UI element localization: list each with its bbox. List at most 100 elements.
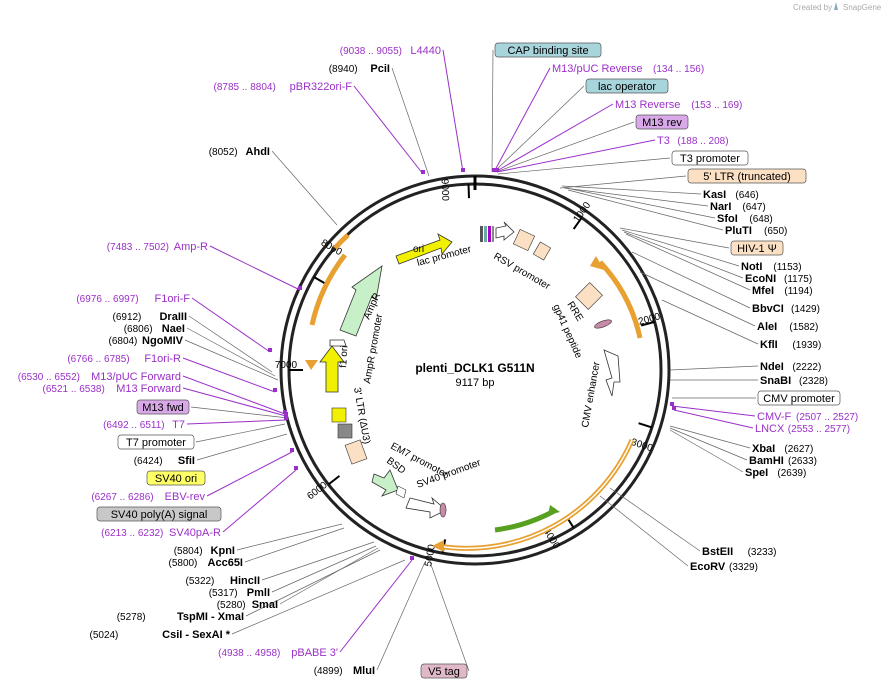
pbabe-3-position: (4938 .. 4958) xyxy=(218,648,280,659)
leader-line xyxy=(195,423,286,443)
leader-line xyxy=(236,523,343,551)
leader-line xyxy=(231,559,406,635)
sfii-label: SfiI xyxy=(178,455,195,467)
pbr322ori-f-label: pBR322ori-F xyxy=(290,81,353,93)
leader-line xyxy=(669,429,744,473)
hincii-label: HincII xyxy=(230,575,260,587)
label-f1-ori: f1 ori xyxy=(338,345,351,368)
tick-mark xyxy=(640,320,655,327)
primer-mark xyxy=(410,556,414,560)
insert-arc-inner xyxy=(437,439,633,550)
ecorv-position: (3329) xyxy=(729,562,758,573)
sfoi-position: (648) xyxy=(749,214,772,225)
nari-position: (647) xyxy=(742,202,765,213)
leader-line xyxy=(563,187,709,207)
spei-label: SpeI xyxy=(745,467,768,479)
leader-line xyxy=(391,67,430,177)
kpni-label: KpnI xyxy=(211,545,235,557)
plasmid-name: plenti_DCLK1 G511N xyxy=(415,361,534,375)
draiii-label: DraIII xyxy=(159,311,187,323)
leader-lines xyxy=(182,49,759,672)
kpni-position: (5804) xyxy=(174,546,203,557)
m13-reverse-position: (153 .. 169) xyxy=(691,100,742,111)
leader-line xyxy=(493,85,585,173)
naei-label: NaeI xyxy=(162,323,185,335)
bbvci-label: BbvCI xyxy=(752,303,784,315)
leader-line xyxy=(222,469,297,533)
acc65i-position: (5800) xyxy=(168,558,197,569)
tick-mark xyxy=(313,276,327,285)
feature-bsd xyxy=(371,469,399,497)
leader-line xyxy=(609,487,701,552)
bbvci-position: (1429) xyxy=(791,304,820,315)
primer-mark xyxy=(672,406,676,410)
leader-line xyxy=(495,121,635,173)
ecorv-label: EcoRV xyxy=(690,561,726,573)
leader-line xyxy=(669,365,759,371)
tick-label: 5000 xyxy=(423,543,438,567)
label-ltr3: 3' LTR (ΔU3) xyxy=(351,387,372,445)
m13-puc-forward-label: M13/pUC Forward xyxy=(91,371,181,383)
primer-mark xyxy=(290,448,294,452)
econi-label: EcoNI xyxy=(745,273,776,285)
t3-promoter-label: T3 promoter xyxy=(680,153,740,165)
feature-ori: ori xyxy=(395,233,453,265)
tick-mark xyxy=(327,475,341,486)
pbr322ori-f-position: (8785 .. 8804) xyxy=(214,82,276,93)
mlui-position: (4899) xyxy=(314,666,343,677)
leader-line xyxy=(188,315,273,373)
leader-line xyxy=(623,231,744,279)
ndei-position: (2222) xyxy=(792,362,821,373)
f1ori-r-position: (6766 .. 6785) xyxy=(67,354,129,365)
f1ori-f-label: F1ori-F xyxy=(155,293,191,305)
mfei-label: MfeI xyxy=(752,285,774,297)
spei-position: (2639) xyxy=(777,468,806,479)
feature-f1-ori xyxy=(319,345,345,393)
pcii-position: (8940) xyxy=(329,64,358,75)
plasmid-size: 9117 bp xyxy=(456,377,495,389)
leader-line xyxy=(353,85,424,175)
lac-operator-box xyxy=(585,78,669,94)
cap-binding-site-box xyxy=(494,42,602,58)
lac-operator-label: lac operator xyxy=(598,81,656,93)
smai-position: (5280) xyxy=(217,600,246,611)
hiv-1-label: HIV-1 Ψ xyxy=(737,243,777,255)
ngomiv-label: NgoMIV xyxy=(142,335,184,347)
leader-line xyxy=(271,150,338,226)
label-cmv-enhancer: CMV enhancer xyxy=(580,360,603,428)
bamhi-label: BamHI xyxy=(749,455,784,467)
amp-r-position: (7483 .. 7502) xyxy=(107,242,169,253)
pmli-position: (5317) xyxy=(209,588,238,599)
l4440-position: (9038 .. 9055) xyxy=(340,46,402,57)
5-ltr-truncated-box xyxy=(687,168,807,184)
kfli-label: KflI xyxy=(760,339,778,351)
leader-line xyxy=(182,375,286,415)
pluti-label: PluTI xyxy=(725,225,752,237)
acc65i-label: Acc65I xyxy=(208,557,243,569)
pmli-label: PmlI xyxy=(247,587,270,599)
v5-tag-block xyxy=(439,502,447,518)
leader-line xyxy=(493,67,551,173)
leader-line xyxy=(245,549,381,617)
sv40-polya-block xyxy=(337,423,353,439)
leader-line xyxy=(673,409,754,429)
m13-reverse-label: M13 Reverse xyxy=(615,99,680,111)
label-ampr-promoter: AmpR promoter xyxy=(362,312,385,384)
hincii-position: (5322) xyxy=(185,576,214,587)
noti-label: NotI xyxy=(741,261,762,273)
leader-line xyxy=(339,559,413,653)
noti-position: (1153) xyxy=(773,262,801,273)
leader-line xyxy=(631,251,751,309)
leader-line xyxy=(625,233,751,291)
feature-cluster-top xyxy=(480,226,494,242)
leader-line xyxy=(671,405,756,417)
sv40-poly-a-signal-label: SV40 poly(A) signal xyxy=(111,509,208,521)
primer-mark xyxy=(284,416,288,420)
lncx-position: (2553 .. 2577) xyxy=(788,424,850,435)
primer-mark xyxy=(284,412,288,416)
kasi-position: (646) xyxy=(735,190,758,201)
tick-label: 2000 xyxy=(637,311,662,327)
leader-line xyxy=(244,527,345,563)
